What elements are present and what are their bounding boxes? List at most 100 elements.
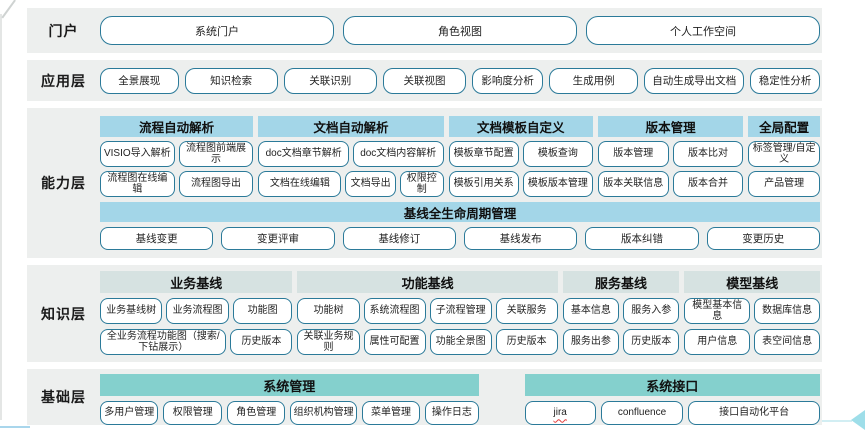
module-box: doc文档章节解析 — [258, 141, 349, 167]
module-box: 组织机构管理 — [290, 401, 357, 425]
foundation-group-system-interface: 系统接口 jira confluence 接口自动化平台 — [524, 374, 820, 425]
module-box: 历史版本 — [495, 329, 558, 355]
module-box: 系统门户 — [100, 16, 334, 45]
group-header: 系统管理 — [100, 374, 479, 396]
module-box: 用户信息 — [684, 329, 751, 355]
module-box: 关联业务规则 — [297, 329, 360, 355]
module-box: 接口自动化平台 — [688, 401, 820, 425]
module-box: 影响度分析 — [472, 67, 544, 94]
module-box: 版本合并 — [672, 171, 744, 197]
capability-group-global-config: 全局配置 标签管理/自定义 产品管理 — [748, 116, 820, 197]
module-box: 功能树 — [297, 298, 360, 324]
module-box: 版本关联信息 — [597, 171, 669, 197]
layer-label-foundation: 基础层 — [41, 389, 86, 405]
page-left-edge-decoration — [0, 14, 2, 420]
left-arrow-icon — [851, 410, 865, 430]
module-box: 文档导出 — [345, 171, 396, 197]
group-header: 系统接口 — [524, 374, 820, 396]
module-box: 权限管理 — [163, 401, 222, 425]
module-box: 产品管理 — [748, 171, 820, 197]
capability-group-process-parse: 流程自动解析 VISIO导入解析 流程图前端展示 流程图在线编辑 流程图导出 — [100, 116, 254, 197]
module-box: 关联识别 — [283, 67, 377, 94]
module-box: 知识检索 — [184, 67, 278, 94]
module-box: 属性可配置 — [363, 329, 426, 355]
module-box: 历史版本 — [623, 329, 680, 355]
module-box: 模板引用关系 — [448, 171, 519, 197]
module-box: 历史版本 — [230, 329, 293, 355]
module-box: 版本纠错 — [585, 227, 699, 250]
knowledge-group-function-baseline: 功能基线 功能树 系统流程图 子流程管理 关联服务 关联业务规则 属性可配置 功… — [297, 271, 558, 355]
module-box: 业务流程图 — [166, 298, 229, 324]
module-box: 生成用例 — [549, 67, 639, 94]
group-header: 功能基线 — [297, 271, 558, 293]
layer-label-capability: 能力层 — [41, 175, 86, 191]
module-box: 多用户管理 — [100, 401, 159, 425]
module-box: 变更评审 — [221, 227, 335, 250]
module-box: 流程图导出 — [178, 171, 254, 197]
group-header: 业务基线 — [100, 271, 293, 293]
jira-label: jira — [553, 407, 567, 419]
group-header-baseline-lifecycle: 基线全生命周期管理 — [100, 202, 820, 222]
module-box: 个人工作空间 — [586, 16, 820, 45]
module-box: 模板章节配置 — [448, 141, 519, 167]
module-box: 流程图前端展示 — [178, 141, 254, 167]
module-box: 模型基本信息 — [684, 298, 751, 324]
knowledge-group-model-baseline: 模型基线 模型基本信息 数据库信息 用户信息 表空间信息 — [684, 271, 821, 355]
module-box: 文档在线编辑 — [258, 171, 342, 197]
module-box: 功能图 — [232, 298, 293, 324]
module-box: 基线修订 — [342, 227, 456, 250]
layer-band-portal: 门户 系统门户 角色视图 个人工作空间 — [27, 8, 822, 53]
capability-group-version-mgmt: 版本管理 版本管理 版本比对 版本关联信息 版本合并 — [597, 116, 744, 197]
module-box: 版本比对 — [672, 141, 744, 167]
group-header: 模型基线 — [684, 271, 820, 293]
group-header: 文档自动解析 — [258, 116, 444, 137]
module-box: 服务入参 — [623, 298, 680, 324]
knowledge-group-service-baseline: 服务基线 基本信息 服务入参 服务出参 历史版本 — [562, 271, 680, 355]
module-box: confluence — [600, 401, 684, 425]
group-header: 版本管理 — [597, 116, 744, 137]
layer-band-foundation: 基础层 系统管理 多用户管理 权限管理 角色管理 组织机构管理 菜单管理 操作日… — [27, 369, 822, 425]
module-box: 数据库信息 — [754, 298, 821, 324]
module-box: 模板查询 — [522, 141, 593, 167]
foundation-group-spacer — [479, 374, 525, 425]
module-box: 业务基线树 — [100, 298, 163, 324]
module-box: 表空间信息 — [754, 329, 821, 355]
module-box: 功能全景图 — [429, 329, 492, 355]
module-box: 关联服务 — [495, 298, 558, 324]
module-box: 基本信息 — [562, 298, 620, 324]
layer-label-knowledge: 知识层 — [41, 305, 86, 322]
capability-group-template-custom: 文档模板自定义 模板章节配置 模板查询 模板引用关系 模板版本管理 — [448, 116, 593, 197]
module-box: 子流程管理 — [429, 298, 492, 324]
module-box: 角色管理 — [226, 401, 286, 425]
group-header: 服务基线 — [562, 271, 680, 293]
group-header: 文档模板自定义 — [448, 116, 593, 137]
layer-label-application: 应用层 — [41, 72, 86, 89]
layer-band-knowledge: 知识层 业务基线 业务基线树 业务流程图 功能图 全业务流程功能图（搜索/下钻展… — [27, 265, 822, 362]
group-header: 流程自动解析 — [100, 116, 254, 137]
layer-band-application: 应用层 全景展现 知识检索 关联识别 关联视图 影响度分析 生成用例 自动生成导… — [27, 60, 822, 101]
layer-label-portal: 门户 — [48, 22, 79, 39]
module-box: 稳定性分析 — [750, 67, 820, 94]
module-box: VISIO导入解析 — [100, 141, 175, 167]
group-header: 全局配置 — [748, 116, 820, 137]
foundation-group-system-mgmt: 系统管理 多用户管理 权限管理 角色管理 组织机构管理 菜单管理 操作日志 — [100, 374, 479, 425]
module-box: 流程图在线编辑 — [100, 171, 175, 197]
module-box: 自动生成导出文档 — [644, 67, 745, 94]
module-box: 变更历史 — [706, 227, 820, 250]
module-box: 基线变更 — [100, 227, 214, 250]
module-box: 菜单管理 — [361, 401, 421, 425]
layer-band-capability: 能力层 流程自动解析 VISIO导入解析 流程图前端展示 流程图在线编辑 流程图… — [27, 108, 822, 258]
module-box: 系统流程图 — [363, 298, 426, 324]
module-box: 标签管理/自定义 — [748, 141, 820, 167]
module-box: 全景展现 — [100, 67, 179, 94]
module-box: 权限控制 — [399, 171, 444, 197]
module-box: 版本管理 — [597, 141, 669, 167]
module-box: 全业务流程功能图（搜索/下钻展示） — [100, 329, 227, 355]
module-box: 服务出参 — [562, 329, 620, 355]
module-box: 模板版本管理 — [522, 171, 593, 197]
module-box: jira — [524, 401, 596, 425]
knowledge-group-business-baseline: 业务基线 业务基线树 业务流程图 功能图 全业务流程功能图（搜索/下钻展示） 历… — [100, 271, 293, 355]
module-box: doc文档内容解析 — [352, 141, 444, 167]
module-box: 关联视图 — [382, 67, 467, 94]
